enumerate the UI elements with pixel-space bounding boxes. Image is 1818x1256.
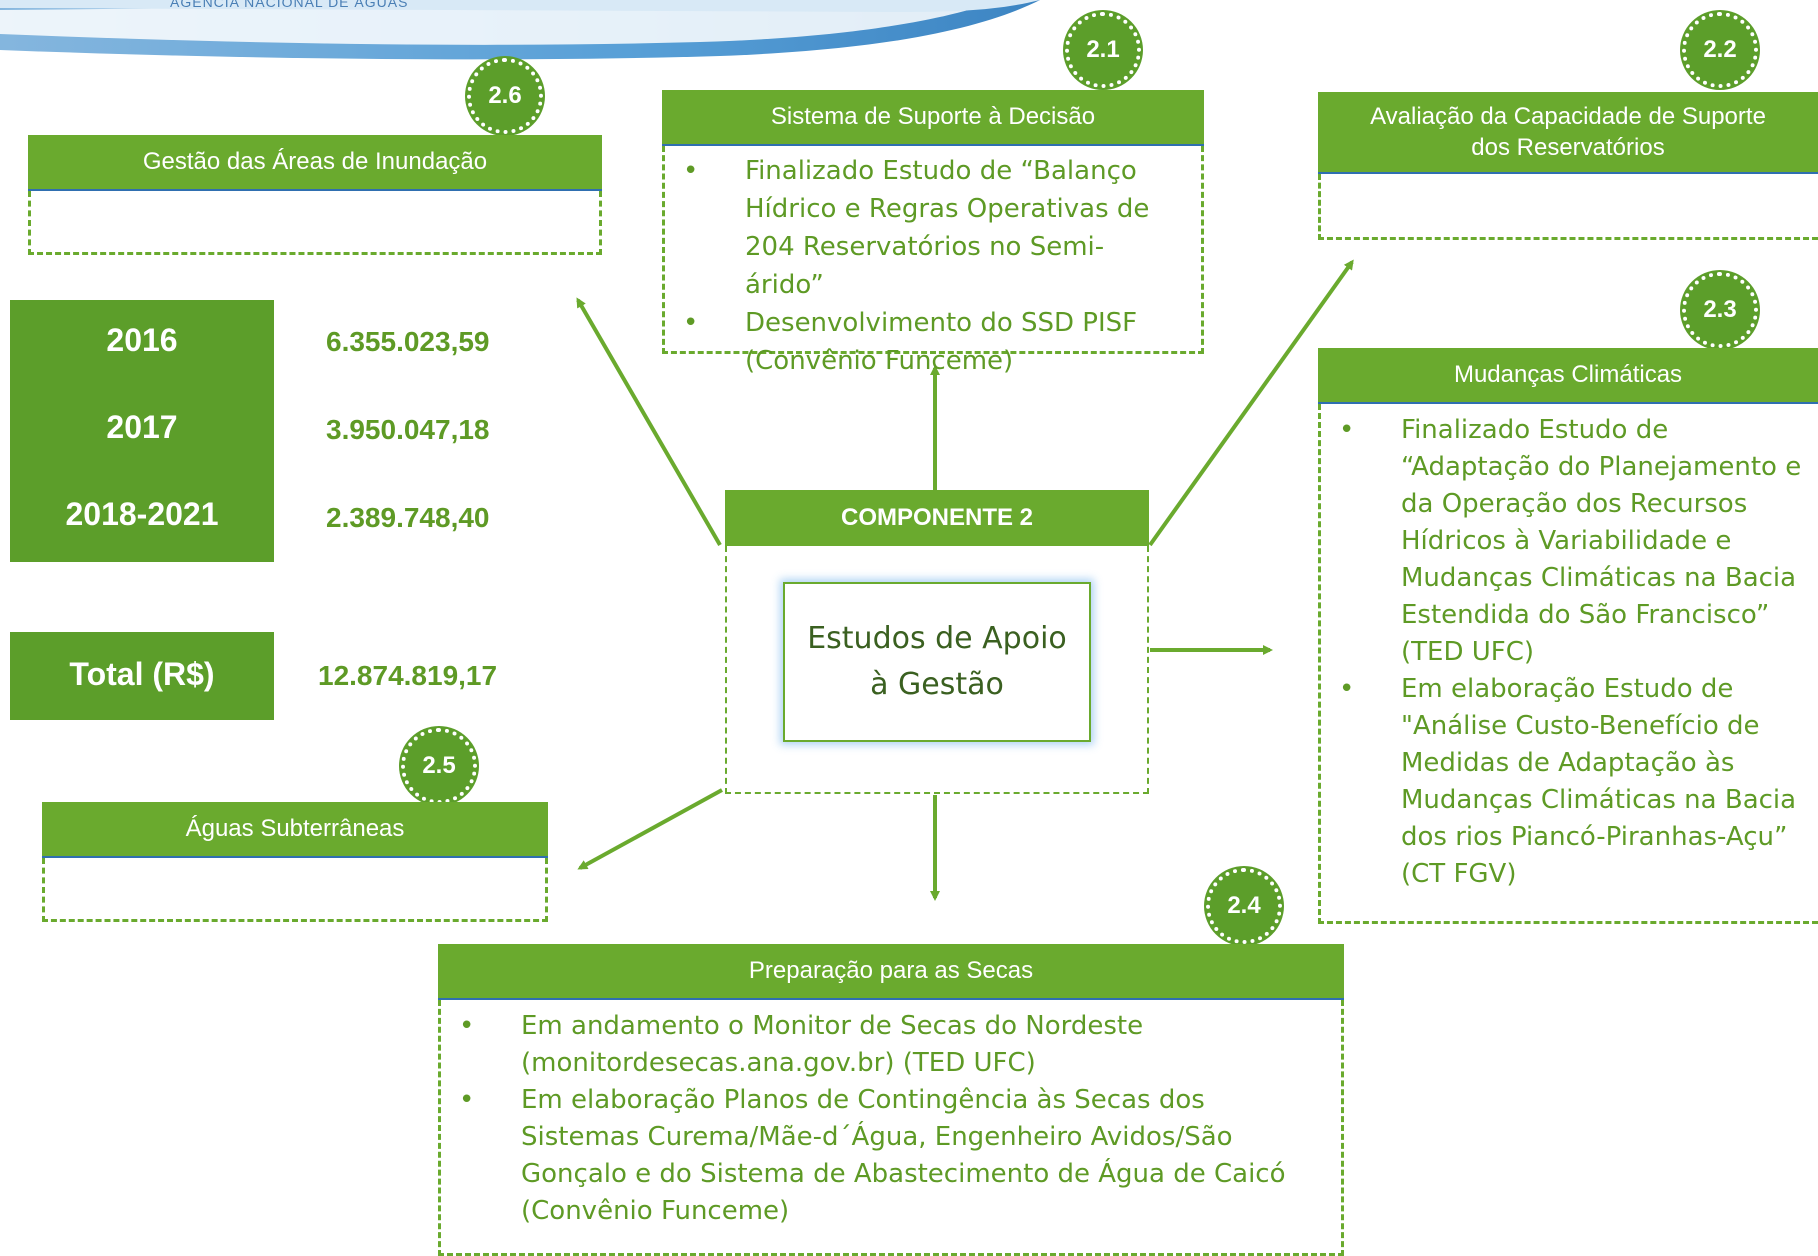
- badge-2-3: 2.3: [1682, 272, 1758, 348]
- arrow-to-2-5: [577, 788, 723, 870]
- box-2-4-item: Em elaboração Planos de Contingência às …: [441, 1082, 1341, 1230]
- logo-caption: AGÊNCIA NACIONAL DE ÁGUAS: [170, 0, 409, 10]
- box-2-4-body: Em andamento o Monitor de Secas do Norde…: [438, 1000, 1344, 1256]
- box-2-5-header: Águas Subterrâneas: [42, 802, 548, 858]
- box-2-2-title-line1: Avaliação da Capacidade de Suporte: [1370, 102, 1766, 130]
- component-header: COMPONENTE 2: [725, 490, 1149, 546]
- badge-2-5: 2.5: [401, 728, 477, 804]
- box-2-2-header: Avaliação da Capacidade de Suporte dos R…: [1318, 92, 1818, 174]
- arrow-to-2-6: [576, 297, 722, 547]
- box-2-6-header: Gestão das Áreas de Inundação: [28, 135, 602, 191]
- badge-2-2: 2.2: [1682, 12, 1758, 88]
- component-header-text: COMPONENTE 2: [840, 504, 1034, 532]
- budget-value: 2.389.748,40: [326, 502, 490, 533]
- budget-years-panel: 2016 2017 2018-2021: [10, 300, 274, 562]
- box-2-5-title: Águas Subterrâneas: [185, 815, 405, 843]
- component-title-line2: à Gestão: [870, 667, 1004, 702]
- badge-2-6: 2.6: [467, 58, 543, 134]
- box-2-3-item: Finalizado Estudo de “Adaptação do Plane…: [1321, 412, 1818, 671]
- box-2-1-item: Desenvolvimento do SSD PISF (Convênio Fu…: [665, 304, 1201, 380]
- budget-value: 3.950.047,18: [326, 414, 490, 445]
- box-2-3-body: Finalizado Estudo de “Adaptação do Plane…: [1318, 404, 1818, 924]
- box-2-5-body: [42, 858, 548, 922]
- box-2-1-header: Sistema de Suporte à Decisão: [662, 90, 1204, 146]
- budget-total-label: Total (R$): [69, 656, 215, 692]
- box-2-6-body: [28, 191, 602, 255]
- arrow-to-2-2: [1148, 259, 1354, 547]
- box-2-2-title-line2: dos Reservatórios: [1471, 134, 1665, 161]
- component-frame: [725, 546, 1149, 794]
- box-2-4-title: Preparação para as Secas: [748, 957, 1034, 985]
- box-2-3-header: Mudanças Climáticas: [1318, 348, 1818, 404]
- box-2-6-title: Gestão das Áreas de Inundação: [142, 148, 488, 176]
- budget-total-value: 12.874.819,17: [318, 660, 498, 691]
- badge-2-4: 2.4: [1206, 868, 1282, 944]
- component-title-line1: Estudos de Apoio: [807, 621, 1067, 656]
- budget-total-label-box: Total (R$): [10, 632, 274, 720]
- box-2-1-title: Sistema de Suporte à Decisão: [770, 103, 1096, 131]
- budget-year: 2016: [106, 322, 178, 358]
- badge-2-1: 2.1: [1065, 12, 1141, 88]
- budget-year: 2018-2021: [65, 496, 219, 532]
- box-2-4-header: Preparação para as Secas: [438, 944, 1344, 1000]
- budget-value: 6.355.023,59: [326, 326, 490, 357]
- component-title-box: Estudos de Apoio à Gestão: [783, 582, 1091, 742]
- box-2-2-body: [1318, 174, 1818, 240]
- budget-year: 2017: [106, 409, 178, 445]
- box-2-4-item: Em andamento o Monitor de Secas do Norde…: [441, 1008, 1341, 1082]
- box-2-1-item: Finalizado Estudo de “Balanço Hídrico e …: [665, 152, 1201, 304]
- box-2-3-title: Mudanças Climáticas: [1453, 361, 1683, 389]
- box-2-3-item: Em elaboração Estudo de "Análise Custo-B…: [1321, 671, 1818, 893]
- box-2-1-body: Finalizado Estudo de “Balanço Hídrico e …: [662, 146, 1204, 376]
- logo-swoosh: [0, 0, 1040, 60]
